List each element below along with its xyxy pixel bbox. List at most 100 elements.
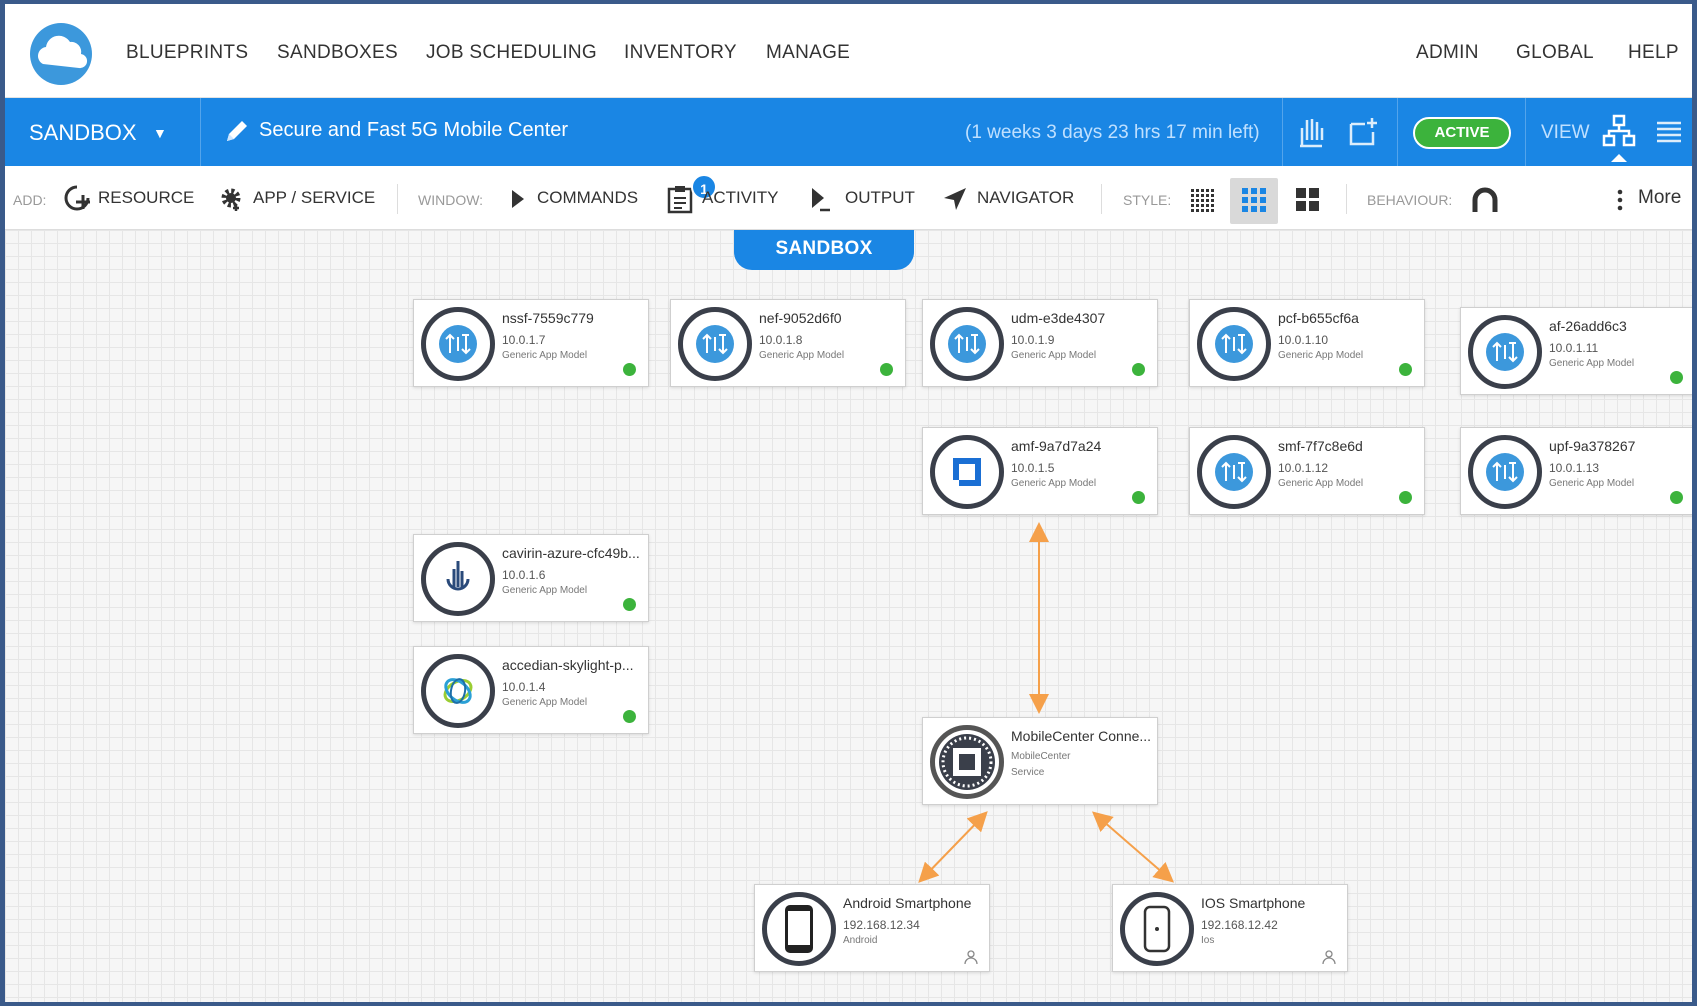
more-vertical-icon[interactable] (1613, 188, 1627, 212)
service-node-ring (930, 725, 1004, 799)
activity-button[interactable]: ACTIVITY (702, 188, 779, 207)
app-node-ring (421, 307, 495, 381)
generic-app-icon (948, 325, 986, 363)
app-card-nssf[interactable]: nssf-7559c779 10.0.1.7 Generic App Model (413, 299, 649, 387)
service-type: Service (1011, 767, 1045, 778)
app-model: Generic App Model (502, 585, 588, 596)
app-card-udm[interactable]: udm-e3de4307 10.0.1.9 Generic App Model (922, 299, 1158, 387)
small-grid-icon[interactable] (1190, 188, 1214, 212)
app-card-pcf[interactable]: pcf-b655cf6a 10.0.1.10 Generic App Model (1189, 299, 1425, 387)
nav-admin[interactable]: ADMIN (1416, 42, 1479, 63)
generic-app-icon (1486, 333, 1524, 371)
app-model: Generic App Model (1278, 478, 1364, 489)
commands-button[interactable]: COMMANDS (537, 188, 639, 207)
sandbox-title[interactable]: Secure and Fast 5G Mobile Center (259, 119, 569, 141)
diagram-canvas[interactable]: SANDBOX nssf-7559c779 10.0.1.7 Generic A… (5, 230, 1692, 1002)
output-button[interactable]: OUTPUT (845, 188, 915, 207)
add-app-service-button[interactable]: APP / SERVICE (253, 188, 376, 207)
selected-view-indicator (1611, 154, 1627, 162)
link-mobilecenter-ios (1091, 811, 1175, 883)
device-card-android[interactable]: Android Smartphone 192.168.12.34 Android (754, 884, 990, 972)
app-card-accedian[interactable]: accedian-skylight-p... 10.0.1.4 Generic … (413, 646, 649, 734)
generic-app-icon (1215, 453, 1253, 491)
chip-icon (939, 734, 995, 790)
app-card-cavirin[interactable]: cavirin-azure-cfc49b... 10.0.1.6 Generic… (413, 534, 649, 622)
app-card-nef[interactable]: nef-9052d6f0 10.0.1.8 Generic App Model (670, 299, 906, 387)
nav-global[interactable]: GLOBAL (1516, 42, 1594, 63)
app-model: Generic App Model (502, 350, 588, 361)
app-model: Generic App Model (1011, 478, 1097, 489)
pencil-icon[interactable] (223, 117, 251, 145)
app-name: upf-9a378267 (1549, 438, 1636, 454)
generic-app-icon (1215, 325, 1253, 363)
more-button[interactable]: More (1638, 187, 1682, 208)
cavirin-logo-icon (446, 561, 470, 591)
time-remaining: (1 weeks 3 days 23 hrs 17 min left) (965, 122, 1260, 143)
nav-blueprints[interactable]: BLUEPRINTS (126, 42, 249, 63)
sandbox-bar: SANDBOX ▼ Secure and Fast 5G Mobile Cent… (5, 98, 1692, 166)
status-badge: ACTIVE (1413, 117, 1511, 149)
nav-inventory[interactable]: INVENTORY (624, 42, 737, 63)
app-name: smf-7f7c8e6d (1278, 438, 1363, 454)
play-icon[interactable] (510, 188, 526, 210)
cloudshell-logo[interactable] (29, 22, 93, 86)
app-ip: 10.0.1.10 (1278, 333, 1329, 347)
app-model: Generic App Model (1011, 350, 1097, 361)
medium-grid-icon[interactable] (1242, 188, 1266, 212)
app-ip: 10.0.1.7 (502, 333, 546, 347)
caret-down-icon[interactable]: ▼ (153, 125, 167, 141)
add-resource-button[interactable]: RESOURCE (98, 188, 195, 207)
output-icon[interactable] (810, 186, 832, 212)
app-node-ring (1468, 435, 1542, 509)
app-model: Generic App Model (1549, 478, 1635, 489)
magnet-icon[interactable] (1471, 186, 1499, 214)
add-resource-icon[interactable] (63, 184, 91, 212)
device-card-ios[interactable]: IOS Smartphone 192.168.12.42 Ios (1112, 884, 1348, 972)
sandbox-menu-label[interactable]: SANDBOX (29, 120, 137, 145)
hand-stop-icon[interactable] (1295, 116, 1325, 148)
device-ip: 192.168.12.42 (1201, 918, 1278, 932)
app-node-ring (1197, 435, 1271, 509)
gear-icon[interactable] (217, 184, 245, 212)
status-online-dot (1132, 363, 1145, 376)
clipboard-icon[interactable] (667, 184, 693, 214)
nav-help[interactable]: HELP (1628, 42, 1679, 63)
add-to-window-icon[interactable] (1347, 116, 1379, 148)
app-name: amf-9a7d7a24 (1011, 438, 1102, 454)
app-card-upf[interactable]: upf-9a378267 10.0.1.13 Generic App Model (1460, 427, 1692, 515)
add-label: ADD: (13, 192, 47, 208)
generic-app-icon (1486, 453, 1524, 491)
navigator-button[interactable]: NAVIGATOR (977, 188, 1075, 207)
app-card-amf[interactable]: amf-9a7d7a24 10.0.1.5 Generic App Model (922, 427, 1158, 515)
divider (397, 184, 398, 214)
app-card-smf[interactable]: smf-7f7c8e6d 10.0.1.12 Generic App Model (1189, 427, 1425, 515)
app-node-ring (421, 654, 495, 728)
app-model: Generic App Model (759, 350, 845, 361)
device-ip: 192.168.12.34 (843, 918, 920, 932)
nav-sandboxes[interactable]: SANDBOXES (277, 42, 398, 63)
service-card-mobilecenter[interactable]: MobileCenter Conne... MobileCenter Servi… (922, 717, 1158, 805)
large-grid-icon[interactable] (1296, 188, 1320, 212)
generic-app-icon (439, 325, 477, 363)
behaviour-label: BEHAVIOUR: (1367, 192, 1453, 208)
app-name: udm-e3de4307 (1011, 310, 1106, 326)
app-ip: 10.0.1.12 (1278, 461, 1329, 475)
app-node-ring (1468, 315, 1542, 389)
app-node-ring (1197, 307, 1271, 381)
topology-view-icon[interactable] (1602, 114, 1636, 148)
nav-job-scheduling[interactable]: JOB SCHEDULING (426, 42, 598, 63)
nav-manage[interactable]: MANAGE (766, 42, 851, 63)
navigator-arrow-icon[interactable] (942, 186, 968, 212)
app-node-ring (930, 307, 1004, 381)
status-online-dot (880, 363, 893, 376)
generic-app-icon (696, 325, 734, 363)
iphone-icon (1143, 905, 1171, 953)
app-ip: 10.0.1.6 (502, 568, 546, 582)
square-app-icon (953, 458, 981, 486)
app-name: nef-9052d6f0 (759, 310, 842, 326)
smartphone-icon (785, 905, 813, 953)
app-card-af[interactable]: af-26add6c3 10.0.1.11 Generic App Model (1460, 307, 1692, 395)
app-ip: 10.0.1.4 (502, 680, 546, 694)
list-view-icon[interactable] (1655, 118, 1683, 146)
app-window: BLUEPRINTS SANDBOXES JOB SCHEDULING INVE… (5, 4, 1692, 1002)
